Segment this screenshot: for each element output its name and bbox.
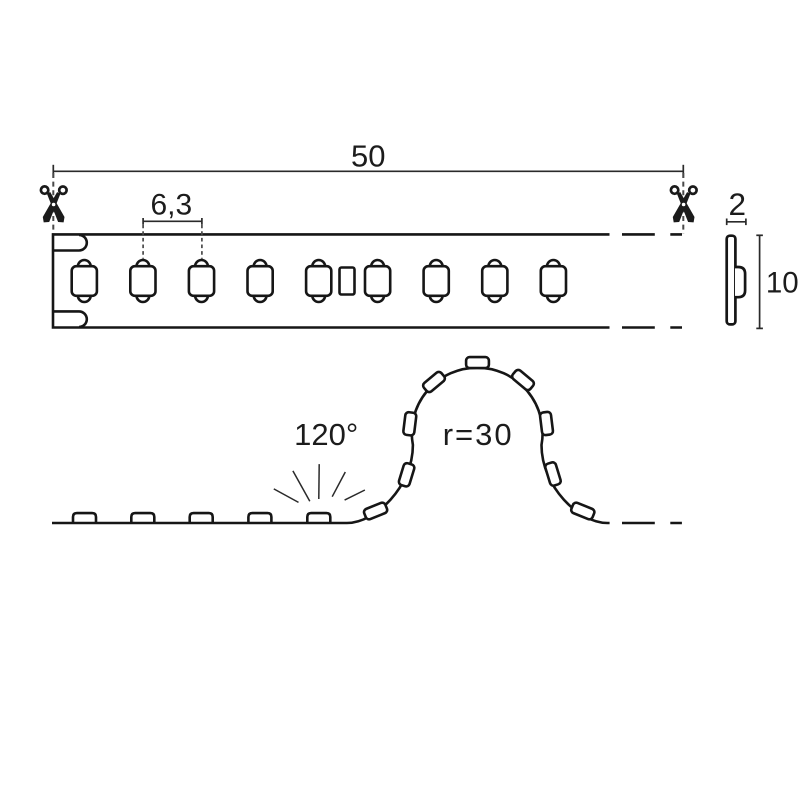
svg-text:120°: 120° xyxy=(294,417,358,452)
svg-text:2: 2 xyxy=(729,186,747,222)
svg-text:r=30: r=30 xyxy=(443,417,514,452)
svg-text:6,3: 6,3 xyxy=(150,189,192,222)
svg-text:10: 10 xyxy=(766,267,799,300)
svg-text:50: 50 xyxy=(351,138,385,173)
